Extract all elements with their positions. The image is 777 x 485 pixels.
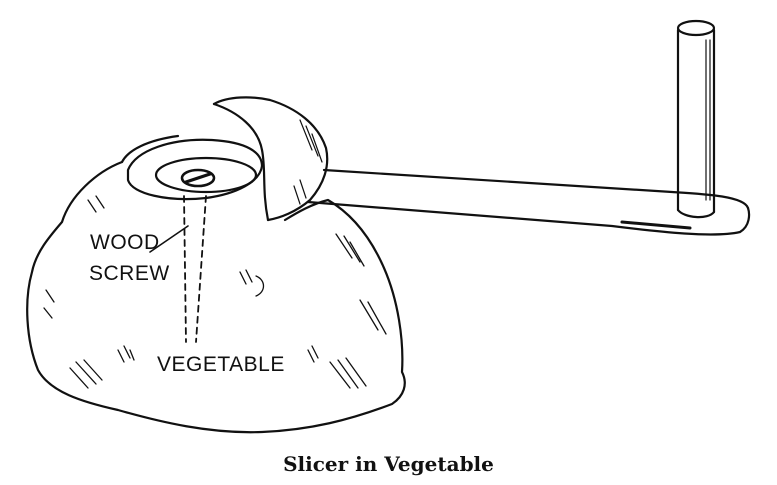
vegetable-shading [43, 195, 387, 389]
slicer-arm-end-shade [620, 220, 692, 230]
screw-label: SCREW [89, 262, 170, 285]
slicer-arm-bottom [306, 200, 751, 236]
vegetable-slice-inner [212, 102, 270, 222]
vegetable-slice-curl [212, 96, 329, 222]
vegetable-label: VEGETABLE [157, 353, 285, 376]
wood-screw-dashed [183, 195, 207, 343]
vegetable-top-edge [120, 134, 180, 164]
post-top [676, 19, 716, 37]
wood-screw-leader [149, 225, 189, 253]
slicer-arm-top [322, 168, 750, 210]
vegetable-outline [26, 160, 406, 434]
post-shading [705, 39, 711, 201]
slicer-blade-eye [154, 156, 258, 194]
post-base [676, 208, 716, 219]
wood-label: WOOD [90, 231, 160, 254]
slicer-blade-ring [126, 138, 264, 201]
slice-shading [293, 119, 323, 205]
figure-caption: Slicer in Vegetable [283, 452, 494, 476]
screw-slot [184, 172, 212, 184]
screw-head [180, 168, 216, 188]
